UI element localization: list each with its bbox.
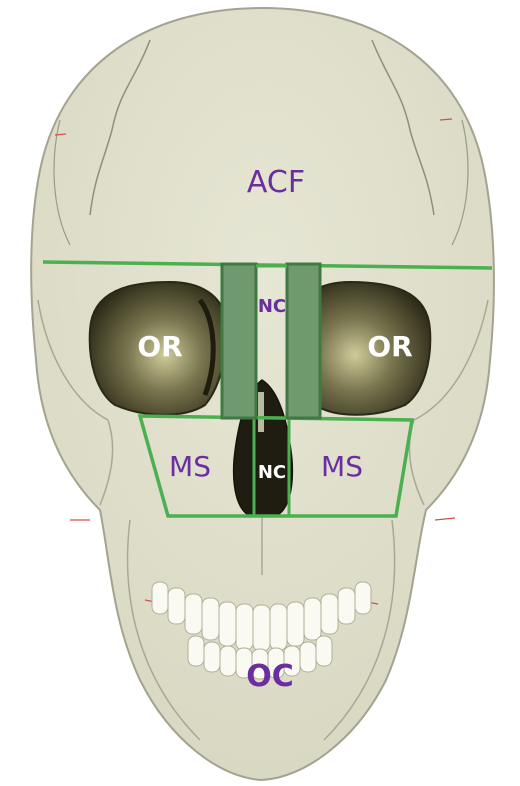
label-or-left: OR	[137, 330, 182, 363]
mandible-contour	[126, 519, 396, 741]
label-or-right: OR	[367, 330, 412, 363]
label-nc-lower: NC	[258, 462, 286, 483]
teeth-row	[151, 581, 372, 680]
coronal-suture-left	[89, 39, 151, 216]
label-ms-right: MS	[321, 450, 363, 483]
nasal-cavity-wall-left	[220, 262, 258, 420]
temporal-line-left	[53, 119, 71, 246]
label-oc: OC	[246, 659, 294, 694]
zygomatic-contour-right	[408, 299, 489, 506]
temporal-line-right	[451, 119, 469, 246]
orbit-inner-shadow-left	[197, 298, 216, 396]
nasal-cavity-wall-right	[285, 262, 322, 420]
coronal-suture-right	[371, 39, 435, 216]
label-nc-upper: NC	[258, 296, 286, 317]
label-acf: ACF	[247, 165, 305, 200]
label-ms-left: MS	[169, 450, 211, 483]
nasal-septum-bone	[258, 392, 264, 432]
zygomatic-contour-left	[37, 299, 114, 506]
